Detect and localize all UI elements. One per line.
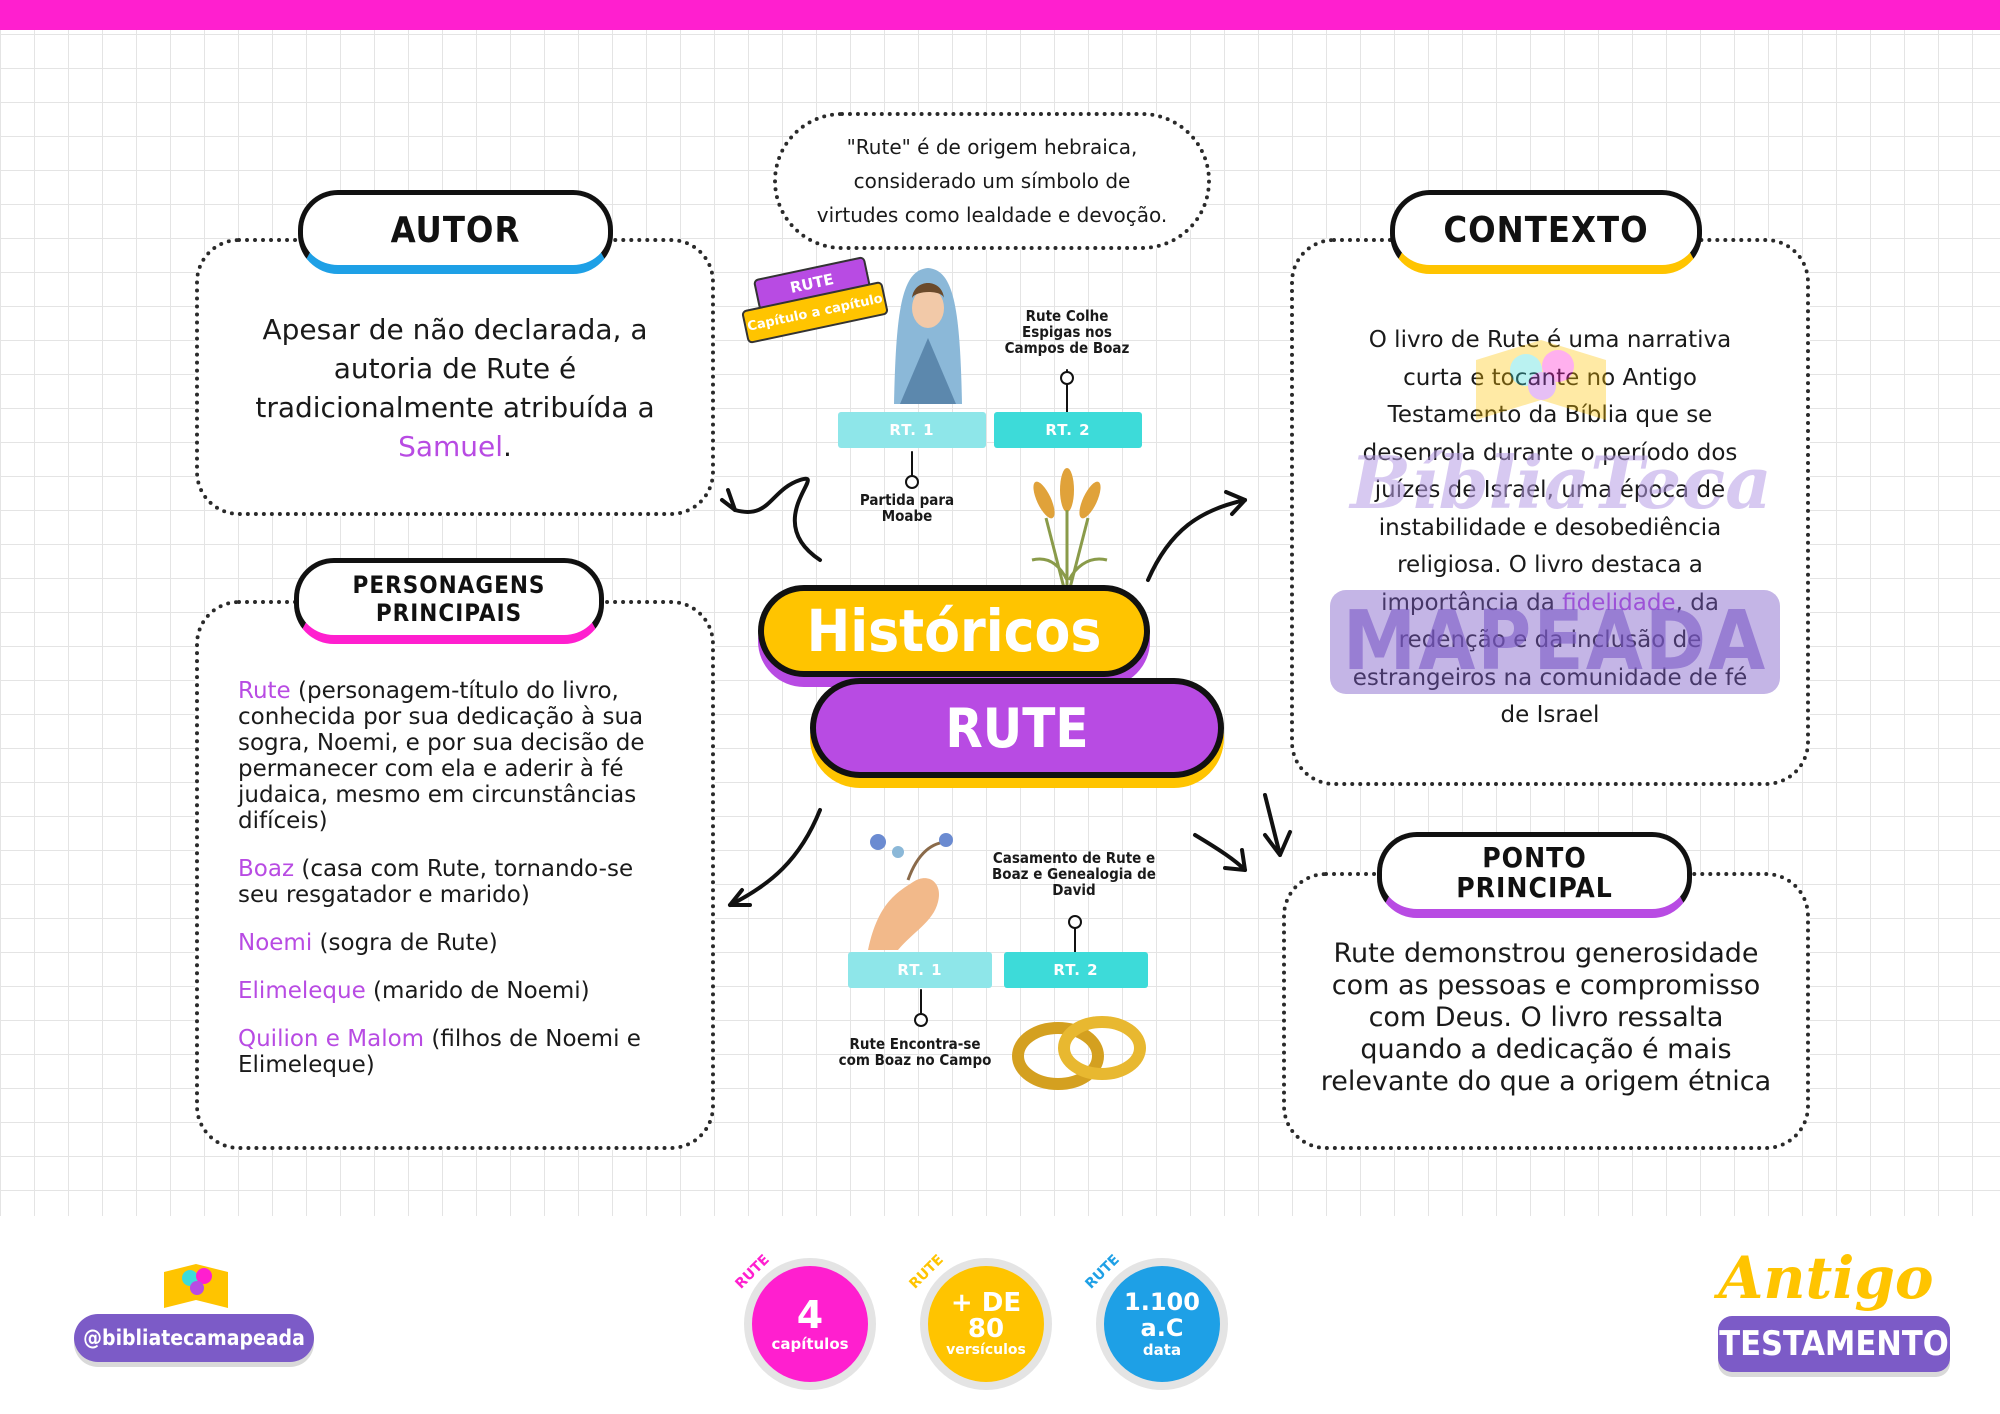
contexto-text-end: , da redenção e da inclusão de estrangei… xyxy=(1352,589,1748,729)
tag-rt1-top: RT. 1 xyxy=(838,412,986,448)
tag-rt1-bottom: RT. 1 xyxy=(848,952,992,988)
category-pill: Históricos xyxy=(758,585,1150,677)
contexto-title-text: CONTEXTO xyxy=(1443,209,1649,251)
tag-rt2-bottom: RT. 2 xyxy=(1004,952,1148,988)
autor-title: AUTOR xyxy=(298,190,613,274)
character-desc: (casa com Rute, tornando-se seu resgatad… xyxy=(238,856,634,908)
character-name: Elimeleque xyxy=(238,978,366,1004)
ponto-text-main: Rute demonstrou generosidade com as pess… xyxy=(1320,938,1772,1097)
contexto-highlight: fidelidade xyxy=(1562,589,1676,616)
arrow-to-contexto xyxy=(1146,498,1247,582)
autor-text: Apesar de não declarada, a autoria de Ru… xyxy=(250,310,660,466)
character-item: Noemi (sogra de Rute) xyxy=(238,930,678,956)
character-name: Quilion e Malom xyxy=(238,1026,425,1052)
ponto-title-text: PONTO PRINCIPAL xyxy=(1456,841,1613,904)
tag-rt2-top: RT. 2 xyxy=(994,412,1142,448)
ruth-figure-illustration xyxy=(890,268,966,404)
character-name: Rute xyxy=(238,678,291,704)
contexto-text: O livro de Rute é uma narrativa curta e … xyxy=(1350,322,1750,735)
contexto-title: CONTEXTO xyxy=(1390,190,1702,274)
autor-highlight: Samuel xyxy=(398,430,504,463)
autor-text-main: Apesar de não declarada, a autoria de Ru… xyxy=(255,313,655,424)
label-colhe-espigas: Rute Colhe Espigas nos Campos de Boaz xyxy=(1004,307,1130,357)
watermark-puzzle-icon xyxy=(1466,340,1616,430)
brand-testamento-pill: TESTAMENTO xyxy=(1718,1316,1950,1372)
personagens-box xyxy=(195,600,715,1150)
ponto-text: Rute demonstrou generosidade com as pess… xyxy=(1316,938,1776,1098)
autor-text-end: . xyxy=(503,430,512,463)
book-pill: RUTE xyxy=(810,678,1224,778)
autor-box xyxy=(195,238,715,516)
book-title: RUTE xyxy=(945,696,1089,760)
personagens-list: Rute (personagem-título do livro, conhec… xyxy=(238,678,678,1100)
character-item: Elimeleque (marido de Noemi) xyxy=(238,978,678,1004)
stat-date-value: 1.100 a.C xyxy=(1124,1288,1200,1342)
holding-hands-illustration xyxy=(858,822,958,950)
stat-chapters-label: capítulos xyxy=(771,1335,849,1353)
watermark: BíbliaTeca MAPEADA xyxy=(1330,340,1780,700)
arrow-to-autor xyxy=(733,476,822,562)
character-name: Boaz xyxy=(238,856,295,882)
character-desc: (filhos de Noemi e Elimeleque) xyxy=(238,1026,641,1078)
wedding-rings-illustration xyxy=(1010,1008,1150,1092)
footer-logo-book-icon xyxy=(160,1262,232,1312)
label-casamento: Casamento de Rute e Boaz e Genealogia de… xyxy=(992,849,1156,899)
personagens-title-text: PERSONAGENS PRINCIPAIS xyxy=(352,571,546,627)
stat-verses-label: versículos xyxy=(946,1342,1026,1358)
character-desc: (sogra de Rute) xyxy=(312,930,498,956)
stat-chapters-value: 4 xyxy=(796,1293,824,1337)
character-item: Quilion e Malom (filhos de Noemi e Elime… xyxy=(238,1026,678,1078)
stat-date-label: data xyxy=(1142,1341,1182,1359)
ponto-box xyxy=(1282,872,1810,1150)
autor-title-text: AUTOR xyxy=(390,209,521,251)
character-item: Boaz (casa com Rute, tornando-se seu res… xyxy=(238,856,678,908)
watermark-line2: MAPEADA xyxy=(1342,594,1768,689)
footer-handle: @bibliatecamapeada xyxy=(83,1326,305,1350)
contexto-box xyxy=(1290,238,1810,786)
character-desc: (personagem-título do livro, conhecida p… xyxy=(238,678,645,834)
top-accent-bar xyxy=(0,0,2000,30)
contexto-text-main: O livro de Rute é uma narrativa curta e … xyxy=(1362,327,1738,616)
character-desc: (marido de Noemi) xyxy=(365,978,590,1004)
watermark-line1: BíbliaTeca xyxy=(1350,440,1772,525)
label-encontra-boaz: Rute Encontra-se com Boaz no Campo xyxy=(838,1035,992,1069)
quote-bubble: "Rute" é de origem hebraica, considerado… xyxy=(773,112,1211,250)
footer-handle-pill: @bibliatecamapeada xyxy=(74,1314,314,1362)
stat-verses-value: + DE 80 xyxy=(950,1288,1022,1344)
brand-testamento: TESTAMENTO xyxy=(1719,1324,1949,1364)
wheat-illustration xyxy=(1012,460,1122,589)
quote-text: "Rute" é de origem hebraica, considerado… xyxy=(816,135,1168,227)
stat-chapters: 4 capítulos xyxy=(744,1258,876,1390)
arrow-to-ponto xyxy=(1193,833,1247,872)
ponto-title: PONTO PRINCIPAL xyxy=(1377,832,1692,918)
character-item: Rute (personagem-título do livro, conhec… xyxy=(238,678,678,834)
stat-date: 1.100 a.C data xyxy=(1096,1258,1228,1390)
personagens-title: PERSONAGENS PRINCIPAIS xyxy=(294,558,604,644)
label-partida-moabe: Partida para Moabe xyxy=(859,491,955,525)
brand-antigo: Antigo xyxy=(1718,1244,1934,1312)
arrow-to-personagens xyxy=(728,808,822,907)
watermark-banner xyxy=(1330,590,1780,694)
character-name: Noemi xyxy=(238,930,313,956)
stat-verses: + DE 80 versículos xyxy=(920,1258,1052,1390)
category-title: Históricos xyxy=(806,597,1102,665)
